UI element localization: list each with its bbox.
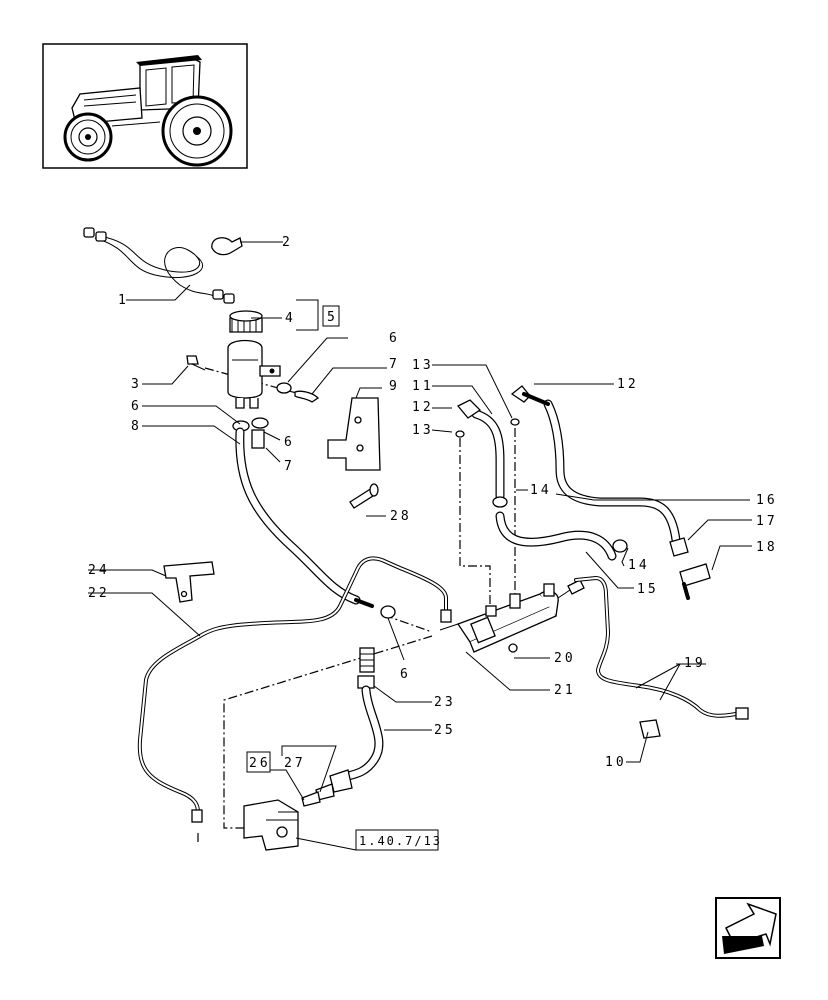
label-26-box	[246, 751, 271, 773]
label-19: 19	[684, 656, 706, 671]
label-24: 24	[88, 563, 110, 578]
master-cylinder	[439, 579, 585, 653]
label-7a: 7	[389, 357, 400, 372]
brake-pipe-19	[574, 575, 749, 720]
label-13b: 13	[412, 423, 434, 438]
label-11: 11	[412, 379, 434, 394]
pipe-bracket	[163, 561, 215, 603]
label-1: 1	[118, 293, 129, 308]
previous-page-arrow-icon[interactable]	[715, 897, 781, 959]
label-7b: 7	[284, 459, 295, 474]
label-6d: 6	[400, 667, 411, 682]
label-4: 4	[285, 311, 296, 326]
pipe-clip	[639, 719, 661, 739]
label-9: 9	[389, 379, 400, 394]
label-10: 10	[605, 755, 627, 770]
hose-25	[301, 647, 384, 807]
cross-reference-link[interactable]: 1.40.7/13	[355, 829, 442, 851]
label-14a: 14	[530, 483, 552, 498]
label-22: 22	[88, 586, 110, 601]
label-17: 17	[756, 514, 778, 529]
fluid-reservoir	[227, 310, 281, 409]
brake-pipe-22	[137, 556, 452, 823]
label-18: 18	[756, 540, 778, 555]
label-16: 16	[756, 493, 778, 508]
label-23: 23	[434, 695, 456, 710]
hose-clamps	[232, 382, 320, 449]
mounting-bracket	[327, 397, 381, 471]
label-15: 15	[637, 582, 659, 597]
wiring-harness	[83, 227, 235, 304]
label-6c: 6	[284, 435, 295, 450]
hose-16	[510, 385, 711, 600]
label-12a: 12	[412, 400, 434, 415]
label-3: 3	[131, 377, 142, 392]
label-28: 28	[390, 509, 412, 524]
label-25: 25	[434, 723, 456, 738]
bolt	[186, 355, 206, 371]
label-27: 27	[284, 756, 306, 771]
bolt-28	[349, 483, 379, 509]
hose-11-15	[455, 399, 628, 561]
leader-lines	[88, 241, 752, 851]
label-5-box	[322, 305, 340, 327]
label-26: 26	[249, 756, 271, 771]
label-2: 2	[282, 235, 293, 250]
feed-hose	[235, 427, 396, 619]
label-5: 5	[327, 310, 338, 325]
label-6b: 6	[131, 399, 142, 414]
label-13a: 13	[412, 358, 434, 373]
hose-bracket	[243, 799, 299, 851]
hose-clip	[211, 237, 243, 256]
label-14b: 14	[628, 558, 650, 573]
cross-reference-label[interactable]: 1.40.7/13	[359, 834, 442, 848]
reference-labels: 1 2 3 4 5 6 7 9 6 8 6 7 28 13 11 12 13 1…	[88, 235, 778, 773]
label-21: 21	[554, 683, 576, 698]
label-8: 8	[131, 419, 142, 434]
label-20: 20	[554, 651, 576, 666]
tractor-thumbnail-icon	[42, 43, 248, 169]
label-6a: 6	[389, 331, 400, 346]
label-12b: 12	[617, 377, 639, 392]
